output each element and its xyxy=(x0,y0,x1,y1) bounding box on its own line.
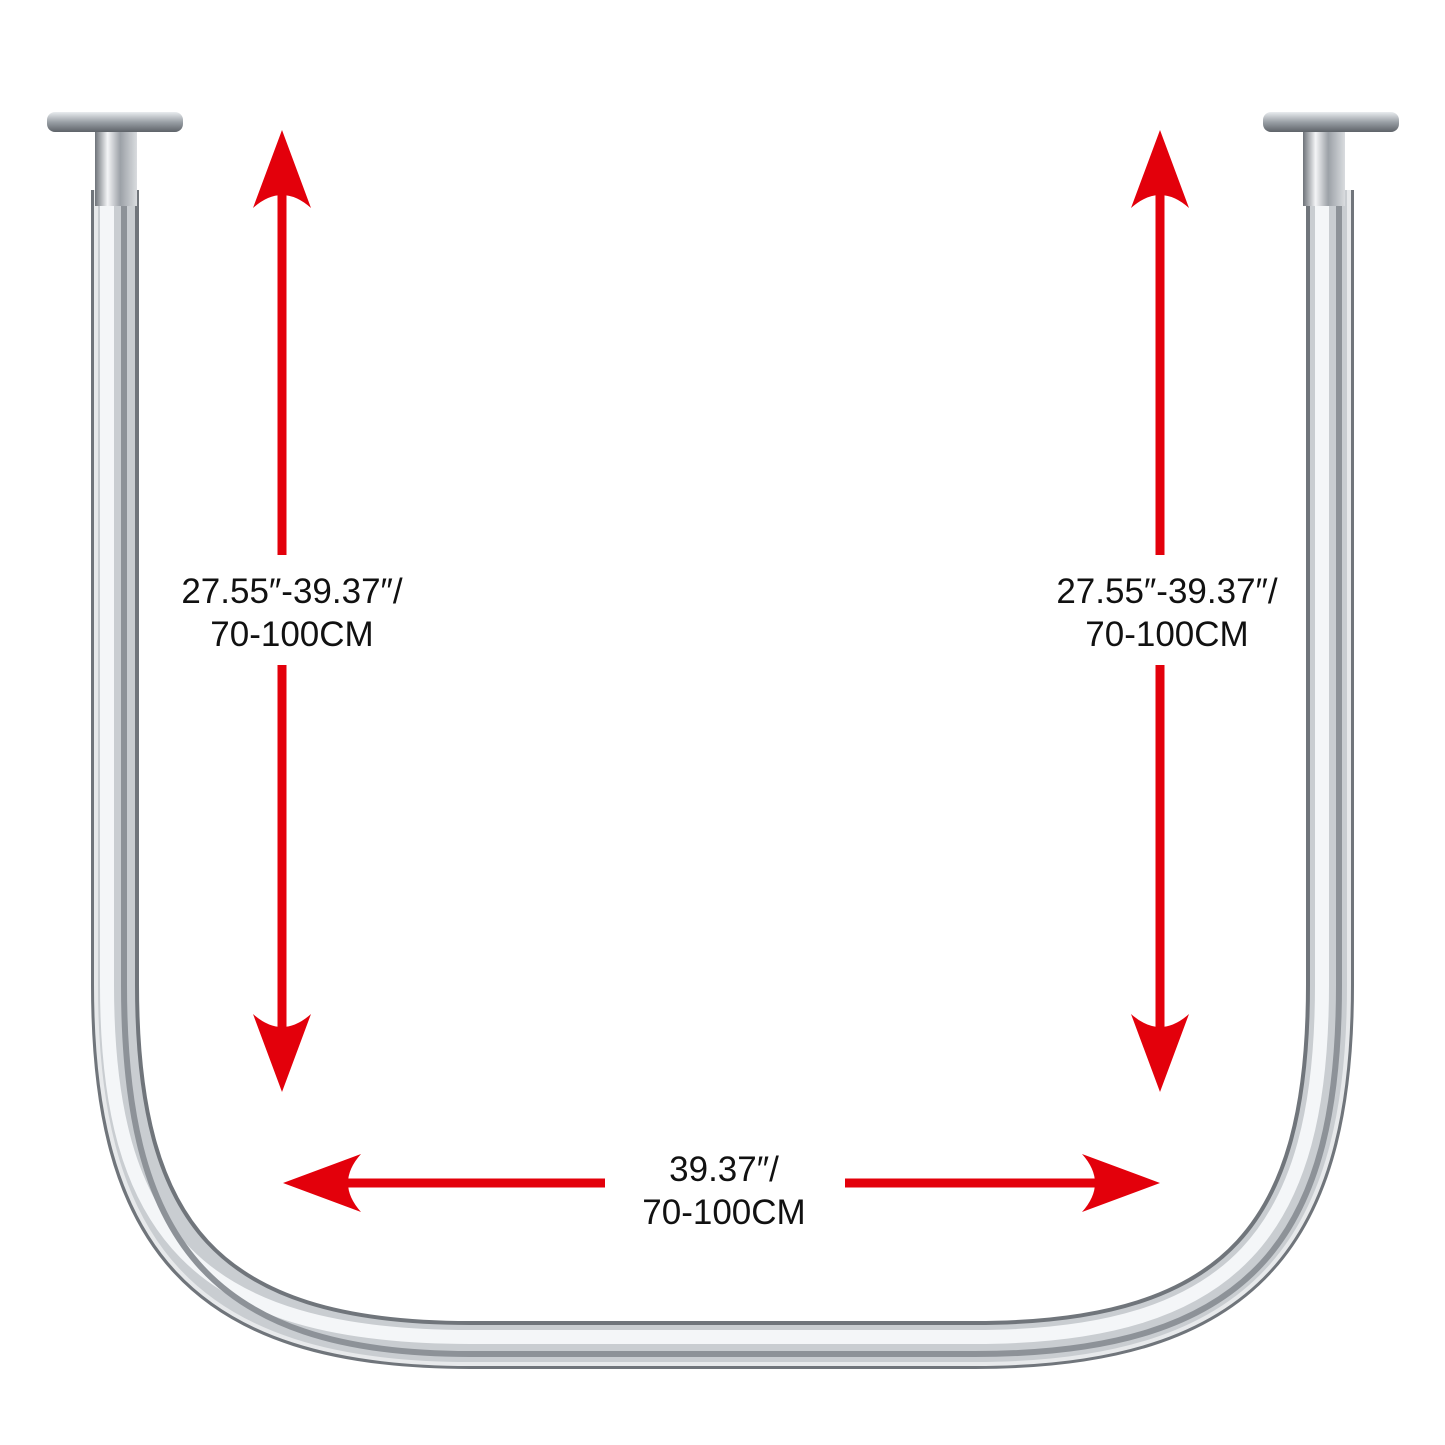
right-height-label: 27.55″-39.37″/ 70-100CM xyxy=(1056,570,1277,656)
width-arrowhead-right-icon xyxy=(1082,1154,1160,1212)
right-height-inches: 27.55″-39.37″/ xyxy=(1056,572,1278,611)
left-ceiling-flange xyxy=(47,112,183,206)
dimension-arrows xyxy=(253,130,1189,1212)
u-shaped-rod xyxy=(91,190,1354,1369)
left-height-label: 27.55″-39.37″/ 70-100CM xyxy=(181,570,402,656)
left-arrowhead-down-icon xyxy=(253,1014,311,1092)
left-height-cm: 70-100CM xyxy=(210,615,374,654)
left-arrowhead-up-icon xyxy=(253,130,311,208)
width-cm: 70-100CM xyxy=(642,1193,806,1232)
left-height-inches: 27.55″-39.37″/ xyxy=(181,572,403,611)
right-ceiling-flange xyxy=(1263,112,1399,206)
width-arrowhead-left-icon xyxy=(283,1154,361,1212)
right-arrowhead-down-icon xyxy=(1131,1014,1189,1092)
width-inches: 39.37″/ xyxy=(669,1150,779,1189)
right-arrowhead-up-icon xyxy=(1131,130,1189,208)
right-height-cm: 70-100CM xyxy=(1085,615,1249,654)
width-label: 39.37″/ 70-100CM xyxy=(642,1148,805,1234)
